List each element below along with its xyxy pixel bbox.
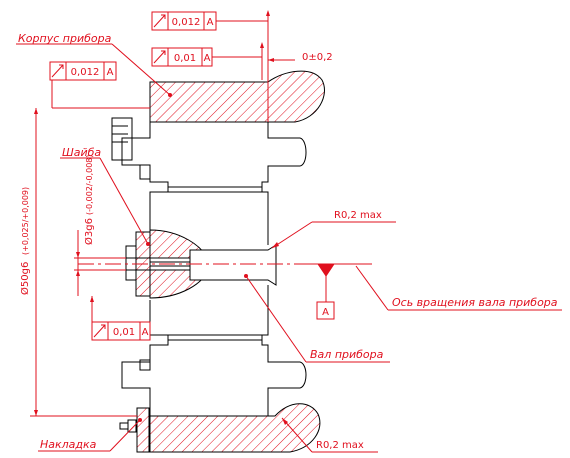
small-diameter-dimension: Ø3g6 (-0,002/-0,008): [74, 154, 126, 296]
housing-bottom: [136, 403, 321, 453]
housing-top: [149, 70, 325, 123]
tolerance-datum: A: [207, 17, 214, 28]
small-diameter-tol: (-0,002/-0,008): [85, 154, 94, 215]
overlay-part: [119, 419, 137, 433]
axis-label: Ось вращения вала прибора: [392, 296, 558, 309]
washer-label: Шайба: [62, 146, 101, 159]
tolerance-frame-3: 0,012 A: [49, 61, 150, 109]
offset-value: 0±0,2: [302, 52, 333, 63]
runout-icon: [93, 324, 106, 338]
tolerance-datum: A: [204, 53, 211, 64]
radius-bottom-label: R0,2 max: [316, 440, 364, 451]
tolerance-datum: A: [107, 67, 114, 78]
overlay-callout: Накладка: [38, 418, 142, 452]
small-diameter-main: Ø3g6: [83, 218, 95, 245]
housing-callout: Корпус прибора: [16, 32, 172, 97]
tolerance-value: 0,012: [172, 17, 201, 28]
washer-callout: Шайба: [60, 146, 150, 246]
tolerance-value: 0,01: [174, 53, 196, 64]
radius-bottom-callout: R0,2 max: [281, 417, 378, 453]
runout-icon: [153, 50, 166, 64]
shaft-callout: Вал прибора: [244, 274, 390, 363]
datum-label: A: [322, 307, 329, 318]
tolerance-value: 0,01: [113, 327, 135, 338]
tolerance-frame-4: 0,01 A: [90, 296, 151, 341]
tolerance-value: 0,012: [71, 67, 100, 78]
offset-dimension: 0±0,2: [268, 52, 333, 63]
radius-top-callout: R0,2 max: [271, 210, 396, 249]
axis-callout: Ось вращения вала прибора: [355, 265, 562, 311]
body-outline: [111, 117, 307, 416]
shaft: [120, 244, 277, 286]
large-diameter-main: Ø50g6: [19, 262, 31, 295]
large-diameter-dimension: Ø50g6 (+0,025/+0,009): [19, 108, 137, 417]
datum-marker: A: [316, 263, 335, 320]
shaft-label: Вал прибора: [310, 348, 384, 361]
tolerance-frame-2: 0,01 A: [151, 42, 264, 80]
tolerance-datum: A: [142, 327, 149, 338]
large-diameter-tol: (+0,025/+0,009): [21, 187, 30, 255]
runout-icon: [51, 64, 64, 78]
radius-top-label: R0,2 max: [334, 210, 382, 221]
overlay-label: Накладка: [40, 438, 97, 451]
tolerance-frame-1: 0,012 A: [151, 10, 270, 122]
runout-icon: [153, 14, 166, 28]
housing-label: Корпус прибора: [18, 32, 112, 45]
